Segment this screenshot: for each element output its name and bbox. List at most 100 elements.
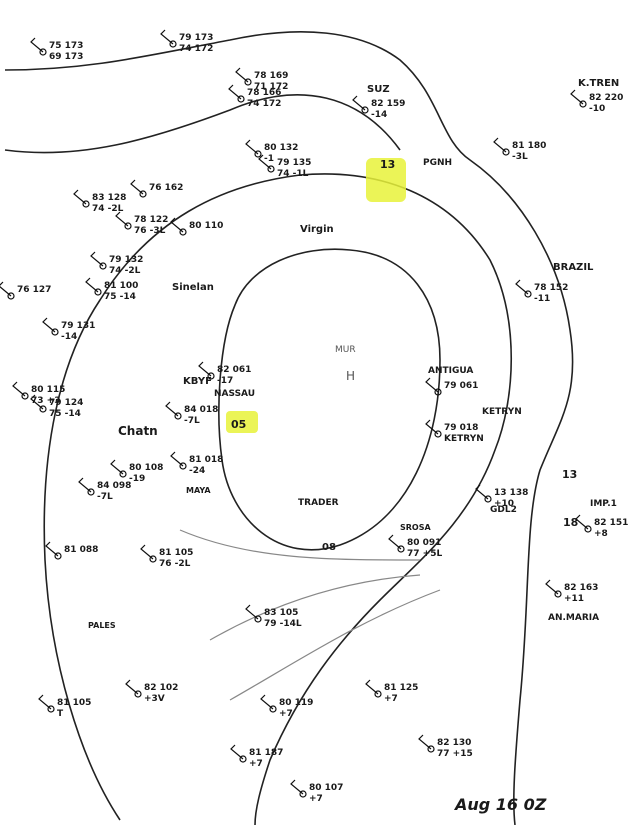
station-temp-pressure: 80 091 — [407, 538, 441, 548]
station-circle-icon — [82, 200, 90, 208]
station-temp-pressure: 76 162 — [149, 183, 183, 193]
station-circle-icon — [374, 690, 382, 698]
station-temp-pressure: 79 135 — [277, 158, 311, 168]
station-circle-icon — [427, 745, 435, 753]
wind-barb-icon — [290, 779, 304, 795]
station-circle-icon — [299, 790, 307, 798]
station-plot: 81 187+7 — [230, 744, 283, 769]
station-circle-icon — [579, 100, 587, 108]
wind-barb-icon — [130, 179, 144, 195]
station-circle-icon — [269, 705, 277, 713]
wind-barb-icon — [198, 361, 212, 377]
wind-barb-icon — [230, 744, 244, 760]
station-circle-icon — [361, 106, 369, 114]
station-circle-icon — [94, 288, 102, 296]
station-circle-icon — [7, 292, 15, 300]
station-plot: 82 159-14 — [352, 95, 405, 120]
place-label: K.TREN — [578, 78, 619, 89]
station-temp-pressure: 82 130 — [437, 738, 471, 748]
station-plot: 79 061 — [425, 377, 478, 396]
station-circle-icon — [244, 78, 252, 86]
isobar-mid — [43, 173, 512, 825]
station-plot: 80 107+7 — [290, 779, 343, 804]
station-dewpoint-tendency: 76 -2L — [159, 559, 191, 569]
station-dewpoint-tendency: -3L — [512, 152, 528, 162]
station-dewpoint-tendency: +7 — [249, 759, 263, 769]
station-temp-pressure: 75 173 — [49, 41, 83, 51]
station-temp-pressure: 81 088 — [64, 545, 98, 555]
isobar-inner — [218, 248, 441, 551]
wind-barb-icon — [85, 277, 99, 293]
station-dewpoint-tendency: -19 — [129, 474, 145, 484]
wind-barb-icon — [515, 279, 529, 295]
station-temp-pressure: 79 124 — [49, 398, 83, 408]
station-plot: 80 119+7 — [260, 694, 313, 719]
station-dewpoint-tendency: KETRYN — [444, 434, 484, 444]
highlight-05 — [226, 411, 258, 433]
wind-barb-icon — [125, 679, 139, 695]
station-circle-icon — [584, 525, 592, 533]
isobar-north — [4, 94, 401, 154]
place-label: MAYA — [186, 486, 211, 495]
station-circle-icon — [502, 148, 510, 156]
station-temp-pressure: 81 100 — [104, 281, 138, 291]
wind-barb-icon — [110, 459, 124, 475]
wind-barb-icon — [30, 37, 44, 53]
station-temp-pressure: 82 220 — [589, 93, 623, 103]
station-circle-icon — [39, 48, 47, 56]
station-plot: 81 018-24 — [170, 451, 223, 476]
wind-barb-icon — [0, 281, 12, 297]
wind-barb-icon — [115, 211, 129, 227]
trough-lines — [179, 529, 441, 701]
station-plot: 80 132-1 — [245, 139, 298, 164]
wind-barb-icon — [228, 84, 242, 100]
place-label: TRADER — [298, 498, 339, 508]
station-circle-icon — [54, 552, 62, 560]
station-plot: 82 151+8 — [575, 514, 628, 539]
wind-barb-icon — [160, 29, 174, 45]
place-label: BRAZIL — [553, 262, 594, 273]
station-dewpoint-tendency: 75 -14 — [104, 292, 136, 302]
station-circle-icon — [179, 462, 187, 470]
place-label: GDL2 — [490, 505, 517, 515]
station-circle-icon — [174, 412, 182, 420]
contour-label: 05 — [231, 418, 246, 431]
isobar-outer — [4, 31, 574, 825]
station-plot: 81 180-3L — [493, 137, 546, 162]
wind-barb-icon — [30, 394, 44, 410]
station-temp-pressure: 80 115 — [31, 385, 65, 395]
place-label: MUR — [335, 345, 356, 355]
station-circle-icon — [397, 545, 405, 553]
station-dewpoint-tendency: -17 — [217, 376, 233, 386]
place-label: Virgin — [300, 224, 334, 235]
place-label: NASSAU — [214, 389, 255, 399]
station-plot: 76 162 — [130, 179, 183, 198]
place-label: Chatn — [118, 424, 158, 438]
isobar-contours — [4, 31, 574, 825]
place-label: PGNH — [423, 158, 452, 168]
station-plot: 81 088 — [45, 541, 98, 560]
place-label: PALES — [88, 621, 116, 630]
contour-label: 13 — [562, 468, 577, 481]
station-temp-pressure: 81 105 — [57, 698, 91, 708]
station-circle-icon — [134, 690, 142, 698]
wind-barb-icon — [245, 604, 259, 620]
station-dewpoint-tendency: -11 — [534, 294, 550, 304]
station-dewpoint-tendency: 77 +5L — [407, 549, 442, 559]
station-circle-icon — [87, 488, 95, 496]
station-temp-pressure: 83 128 — [92, 193, 126, 203]
station-dewpoint-tendency: -14 — [371, 110, 387, 120]
station-temp-pressure: 79 061 — [444, 381, 478, 391]
station-temp-pressure: 82 159 — [371, 99, 405, 109]
wind-barb-icon — [352, 95, 366, 111]
station-dewpoint-tendency: -1 — [264, 154, 274, 164]
station-dewpoint-tendency: 75 -14 — [49, 409, 81, 419]
station-dewpoint-tendency: +7 — [384, 694, 398, 704]
wind-barb-icon — [165, 401, 179, 417]
